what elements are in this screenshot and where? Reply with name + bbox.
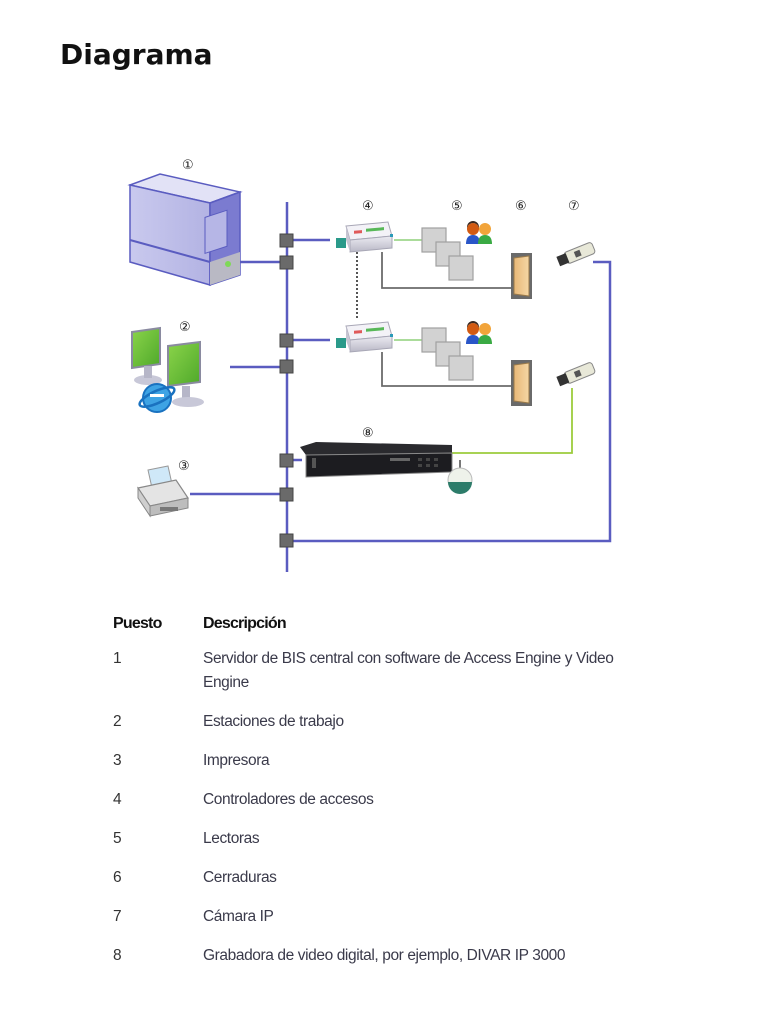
switch-port xyxy=(279,333,294,348)
row-number: 1 xyxy=(113,650,122,667)
printer-icon xyxy=(137,465,189,518)
callout-5: ⑤ xyxy=(451,199,463,214)
callout-2: ② xyxy=(179,320,191,335)
legend-row: 8 Grabadora de video digital, por ejempl… xyxy=(113,944,633,968)
row-description: Lectoras xyxy=(203,830,260,847)
reader-links xyxy=(394,239,422,341)
callout-4: ④ xyxy=(362,199,374,214)
row-description: Cerraduras xyxy=(203,869,277,886)
legend-row: 2 Estaciones de trabajo xyxy=(113,710,633,734)
legend-row: 4 Controladores de accesos xyxy=(113,788,633,812)
header-descripcion: Descripción xyxy=(203,615,287,632)
callout-3: ③ xyxy=(178,459,190,474)
callout-8: ⑧ xyxy=(362,426,374,441)
system-diagram: ① ② ③ xyxy=(127,158,612,572)
server-icon xyxy=(127,173,243,287)
door-lock-icon xyxy=(511,253,532,406)
legend-row: 7 Cámara IP xyxy=(113,905,633,929)
access-controller-icon xyxy=(336,221,393,253)
switch-port xyxy=(279,453,294,468)
lock-links xyxy=(381,252,512,387)
legend-row: 6 Cerraduras xyxy=(113,866,633,890)
callout-7: ⑦ xyxy=(568,199,580,214)
switch-ports xyxy=(279,233,294,548)
page-title: Diagrama xyxy=(60,38,213,71)
callout-6: ⑥ xyxy=(515,199,527,214)
workstations-icon xyxy=(131,326,204,413)
row-number: 2 xyxy=(113,713,122,730)
legend-row: 1 Servidor de BIS central con software d… xyxy=(113,647,633,695)
row-number: 4 xyxy=(113,791,122,808)
dvr-icon xyxy=(300,442,453,478)
row-description: Controladores de accesos xyxy=(203,791,374,808)
row-number: 7 xyxy=(113,908,122,925)
legend-row: 3 Impresora xyxy=(113,749,633,773)
callout-1: ① xyxy=(182,158,194,173)
users-icon xyxy=(466,221,492,344)
switch-port xyxy=(279,359,294,374)
switch-port xyxy=(279,255,294,270)
row-description: Estaciones de trabajo xyxy=(203,713,344,730)
legend-table: Puesto Descripción 1 Servidor de BIS cen… xyxy=(113,615,633,983)
ip-camera-icon xyxy=(556,242,596,387)
row-description: Impresora xyxy=(203,752,270,769)
legend-row: 5 Lectoras xyxy=(113,827,633,851)
row-number: 3 xyxy=(113,752,122,769)
switch-port xyxy=(279,487,294,502)
network-links xyxy=(190,238,612,543)
row-description: Grabadora de video digital, por ejemplo,… xyxy=(203,947,566,964)
row-number: 5 xyxy=(113,830,122,847)
legend-header: Puesto Descripción xyxy=(113,615,633,633)
header-puesto: Puesto xyxy=(113,615,162,632)
row-description: Cámara IP xyxy=(203,908,274,925)
row-number: 8 xyxy=(113,947,122,964)
card-reader-icon xyxy=(421,227,474,381)
switch-port xyxy=(279,533,294,548)
access-controller-icon xyxy=(336,321,393,353)
dome-camera-icon xyxy=(447,460,473,494)
video-link xyxy=(452,388,573,454)
switch-port xyxy=(279,233,294,248)
row-description: Servidor de BIS central con software de … xyxy=(203,650,614,691)
row-number: 6 xyxy=(113,869,122,886)
